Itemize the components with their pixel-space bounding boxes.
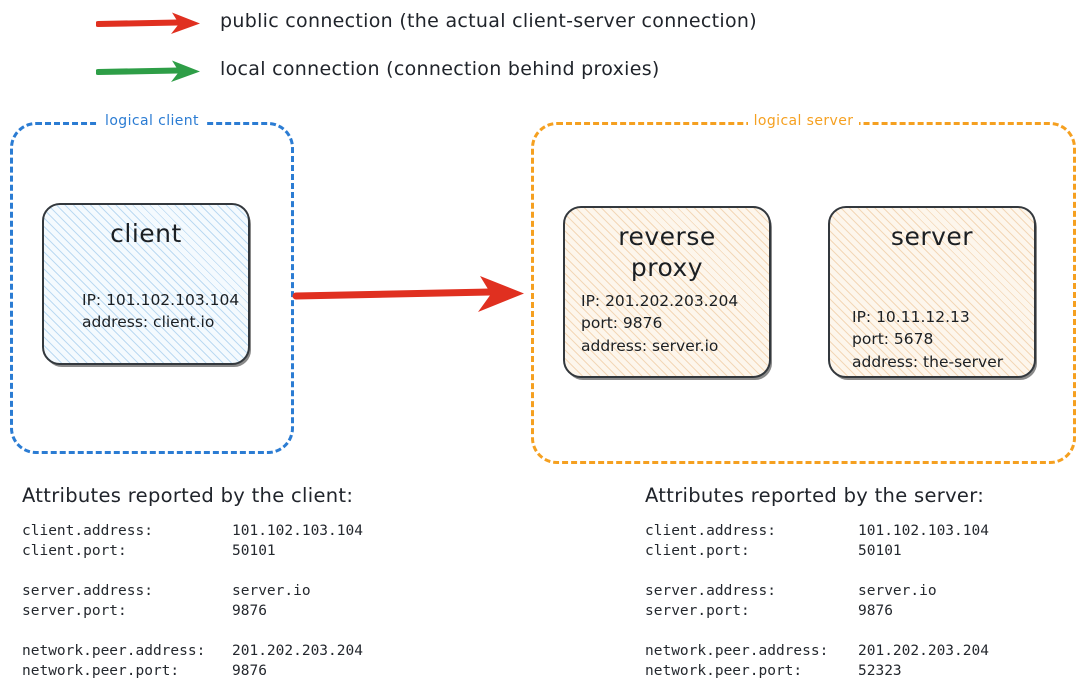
attribute-value: server.io [232,583,311,599]
table-row: network.peer.address: 201.202.203.204 [645,641,989,661]
table-row: server.address: server.io [22,581,363,601]
attributes-reported-by-server: Attributes reported by the server: clien… [645,484,989,681]
table-row-spacer [645,561,989,581]
attribute-key: client.address: [645,523,776,539]
attribute-key: server.port: [645,603,750,619]
attribute-value [232,621,363,641]
attribute-value: 50101 [232,543,276,559]
attributes-server-heading: Attributes reported by the server: [645,484,985,507]
logical-client-label: logical client [99,113,205,129]
attribute-key [22,561,232,581]
attribute-value [858,561,989,581]
attributes-server-table: client.address: 101.102.103.104 client.por… [645,521,989,681]
attributes-client-table: client.address: 101.102.103.104 client.por… [22,521,363,681]
attribute-key [22,621,232,641]
attribute-value: 52323 [858,663,902,679]
table-row: client.port: 50101 [22,541,363,561]
attribute-key: server.address: [22,583,153,599]
table-row: client.address: 101.102.103.104 [22,521,363,541]
table-row: server.port: 9876 [22,601,363,621]
logical-server-group: logical server [531,113,1076,464]
attribute-value: 201.202.203.204 [232,643,363,659]
attributes-client-heading: Attributes reported by the client: [22,484,354,507]
legend-label-local-connection: local connection (connection behind prox… [220,58,660,80]
table-row: network.peer.port: 52323 [645,661,989,681]
attribute-value: 9876 [232,603,267,619]
legend-label-public-connection: public connection (the actual client-ser… [220,10,757,32]
attribute-value: 201.202.203.204 [858,643,989,659]
attribute-key: network.peer.address: [645,643,829,659]
table-row-spacer [645,621,989,641]
attribute-key [645,621,858,641]
table-row-spacer [22,561,363,581]
attributes-reported-by-client: Attributes reported by the client: clien… [22,484,363,681]
legend: public connection (the actual client-ser… [0,0,1080,100]
attribute-key: network.peer.port: [22,663,180,679]
attribute-key: client.port: [22,543,127,559]
table-row: server.address: server.io [645,581,989,601]
attribute-key: client.address: [22,523,153,539]
logical-server-label: logical server [747,113,860,129]
attribute-key: network.peer.address: [22,643,206,659]
table-row: network.peer.port: 9876 [22,661,363,681]
logical-client-group: logical client [10,113,294,454]
node-server-title: server [890,222,974,251]
attribute-value: 50101 [858,543,902,559]
arrow-right-icon [96,12,200,34]
attribute-key [645,561,858,581]
attribute-value: server.io [858,583,937,599]
attribute-value: 9876 [858,603,893,619]
public-connection-arrow [292,276,524,312]
arrow-right-icon [292,276,524,312]
table-row: server.port: 9876 [645,601,989,621]
attribute-value: 9876 [232,663,267,679]
table-row-spacer [22,621,363,641]
node-client-title: client [110,219,182,248]
table-row: client.port: 50101 [645,541,989,561]
table-row: network.peer.address: 201.202.203.204 [22,641,363,661]
attribute-value [858,621,989,641]
attribute-key: client.port: [645,543,750,559]
arrow-right-icon [96,60,200,82]
attribute-key: server.address: [645,583,776,599]
attribute-key: server.port: [22,603,127,619]
attribute-value: 101.102.103.104 [858,523,989,539]
attribute-key: network.peer.port: [645,663,803,679]
attribute-value [232,561,363,581]
attribute-value: 101.102.103.104 [232,523,363,539]
table-row: client.address: 101.102.103.104 [645,521,989,541]
